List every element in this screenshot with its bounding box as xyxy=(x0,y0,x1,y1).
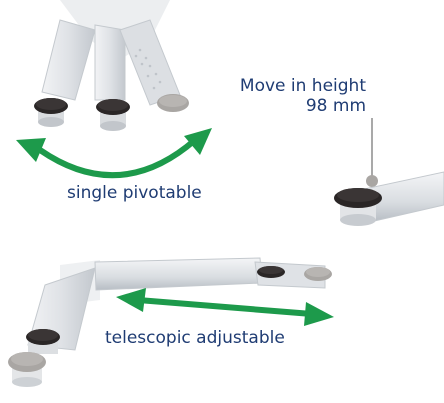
single-pivotable-label: single pivotable xyxy=(67,183,202,203)
telescopic-adjustable-label: telescopic adjustable xyxy=(105,328,285,348)
move-height-label: Move in height 98 mm xyxy=(240,76,366,116)
pad-dark-left xyxy=(34,98,68,127)
pivot-arms-illustration xyxy=(34,0,189,131)
move-height-line1: Move in height xyxy=(239,76,366,96)
pad-grey-right xyxy=(157,94,189,112)
pad-dark-middle xyxy=(96,99,130,131)
height-arm-illustration xyxy=(334,118,444,226)
pivot-curved-double-arrow xyxy=(16,128,212,179)
move-height-line2: 98 mm xyxy=(305,96,366,116)
telescopic-arm-illustration xyxy=(8,257,332,387)
telescopic-double-arrow xyxy=(116,288,334,326)
